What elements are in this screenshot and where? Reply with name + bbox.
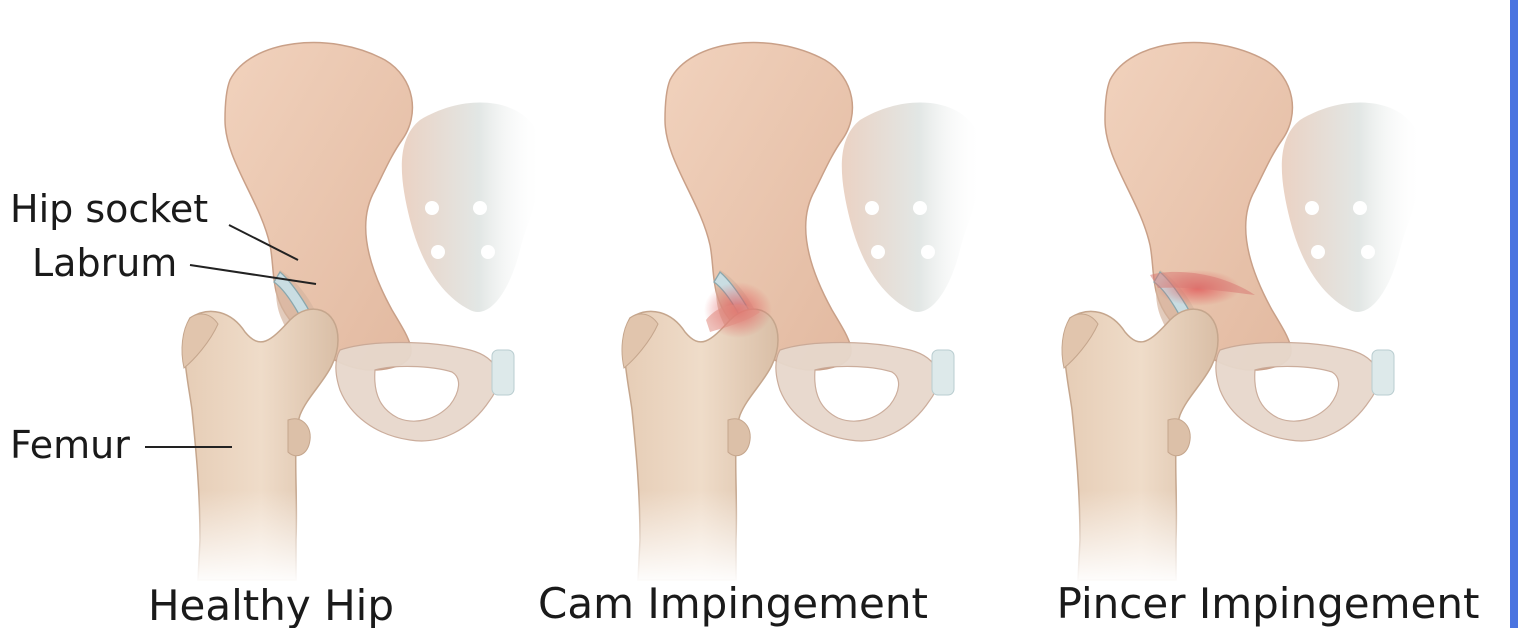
panel-cam-impingement: [610, 43, 990, 585]
femur-label: Femur: [10, 423, 130, 467]
labrum-label: Labrum: [32, 241, 177, 285]
panel-pincer-impingement: [1050, 43, 1430, 585]
caption-pincer-impingement: Pincer Impingement: [1057, 579, 1480, 628]
hip-socket-label: Hip socket: [10, 187, 208, 231]
caption-healthy-hip: Healthy Hip: [148, 581, 394, 628]
window-frame-edge: [1510, 0, 1518, 628]
caption-cam-impingement: Cam Impingement: [538, 579, 928, 628]
panel-healthy-hip: [170, 43, 550, 585]
